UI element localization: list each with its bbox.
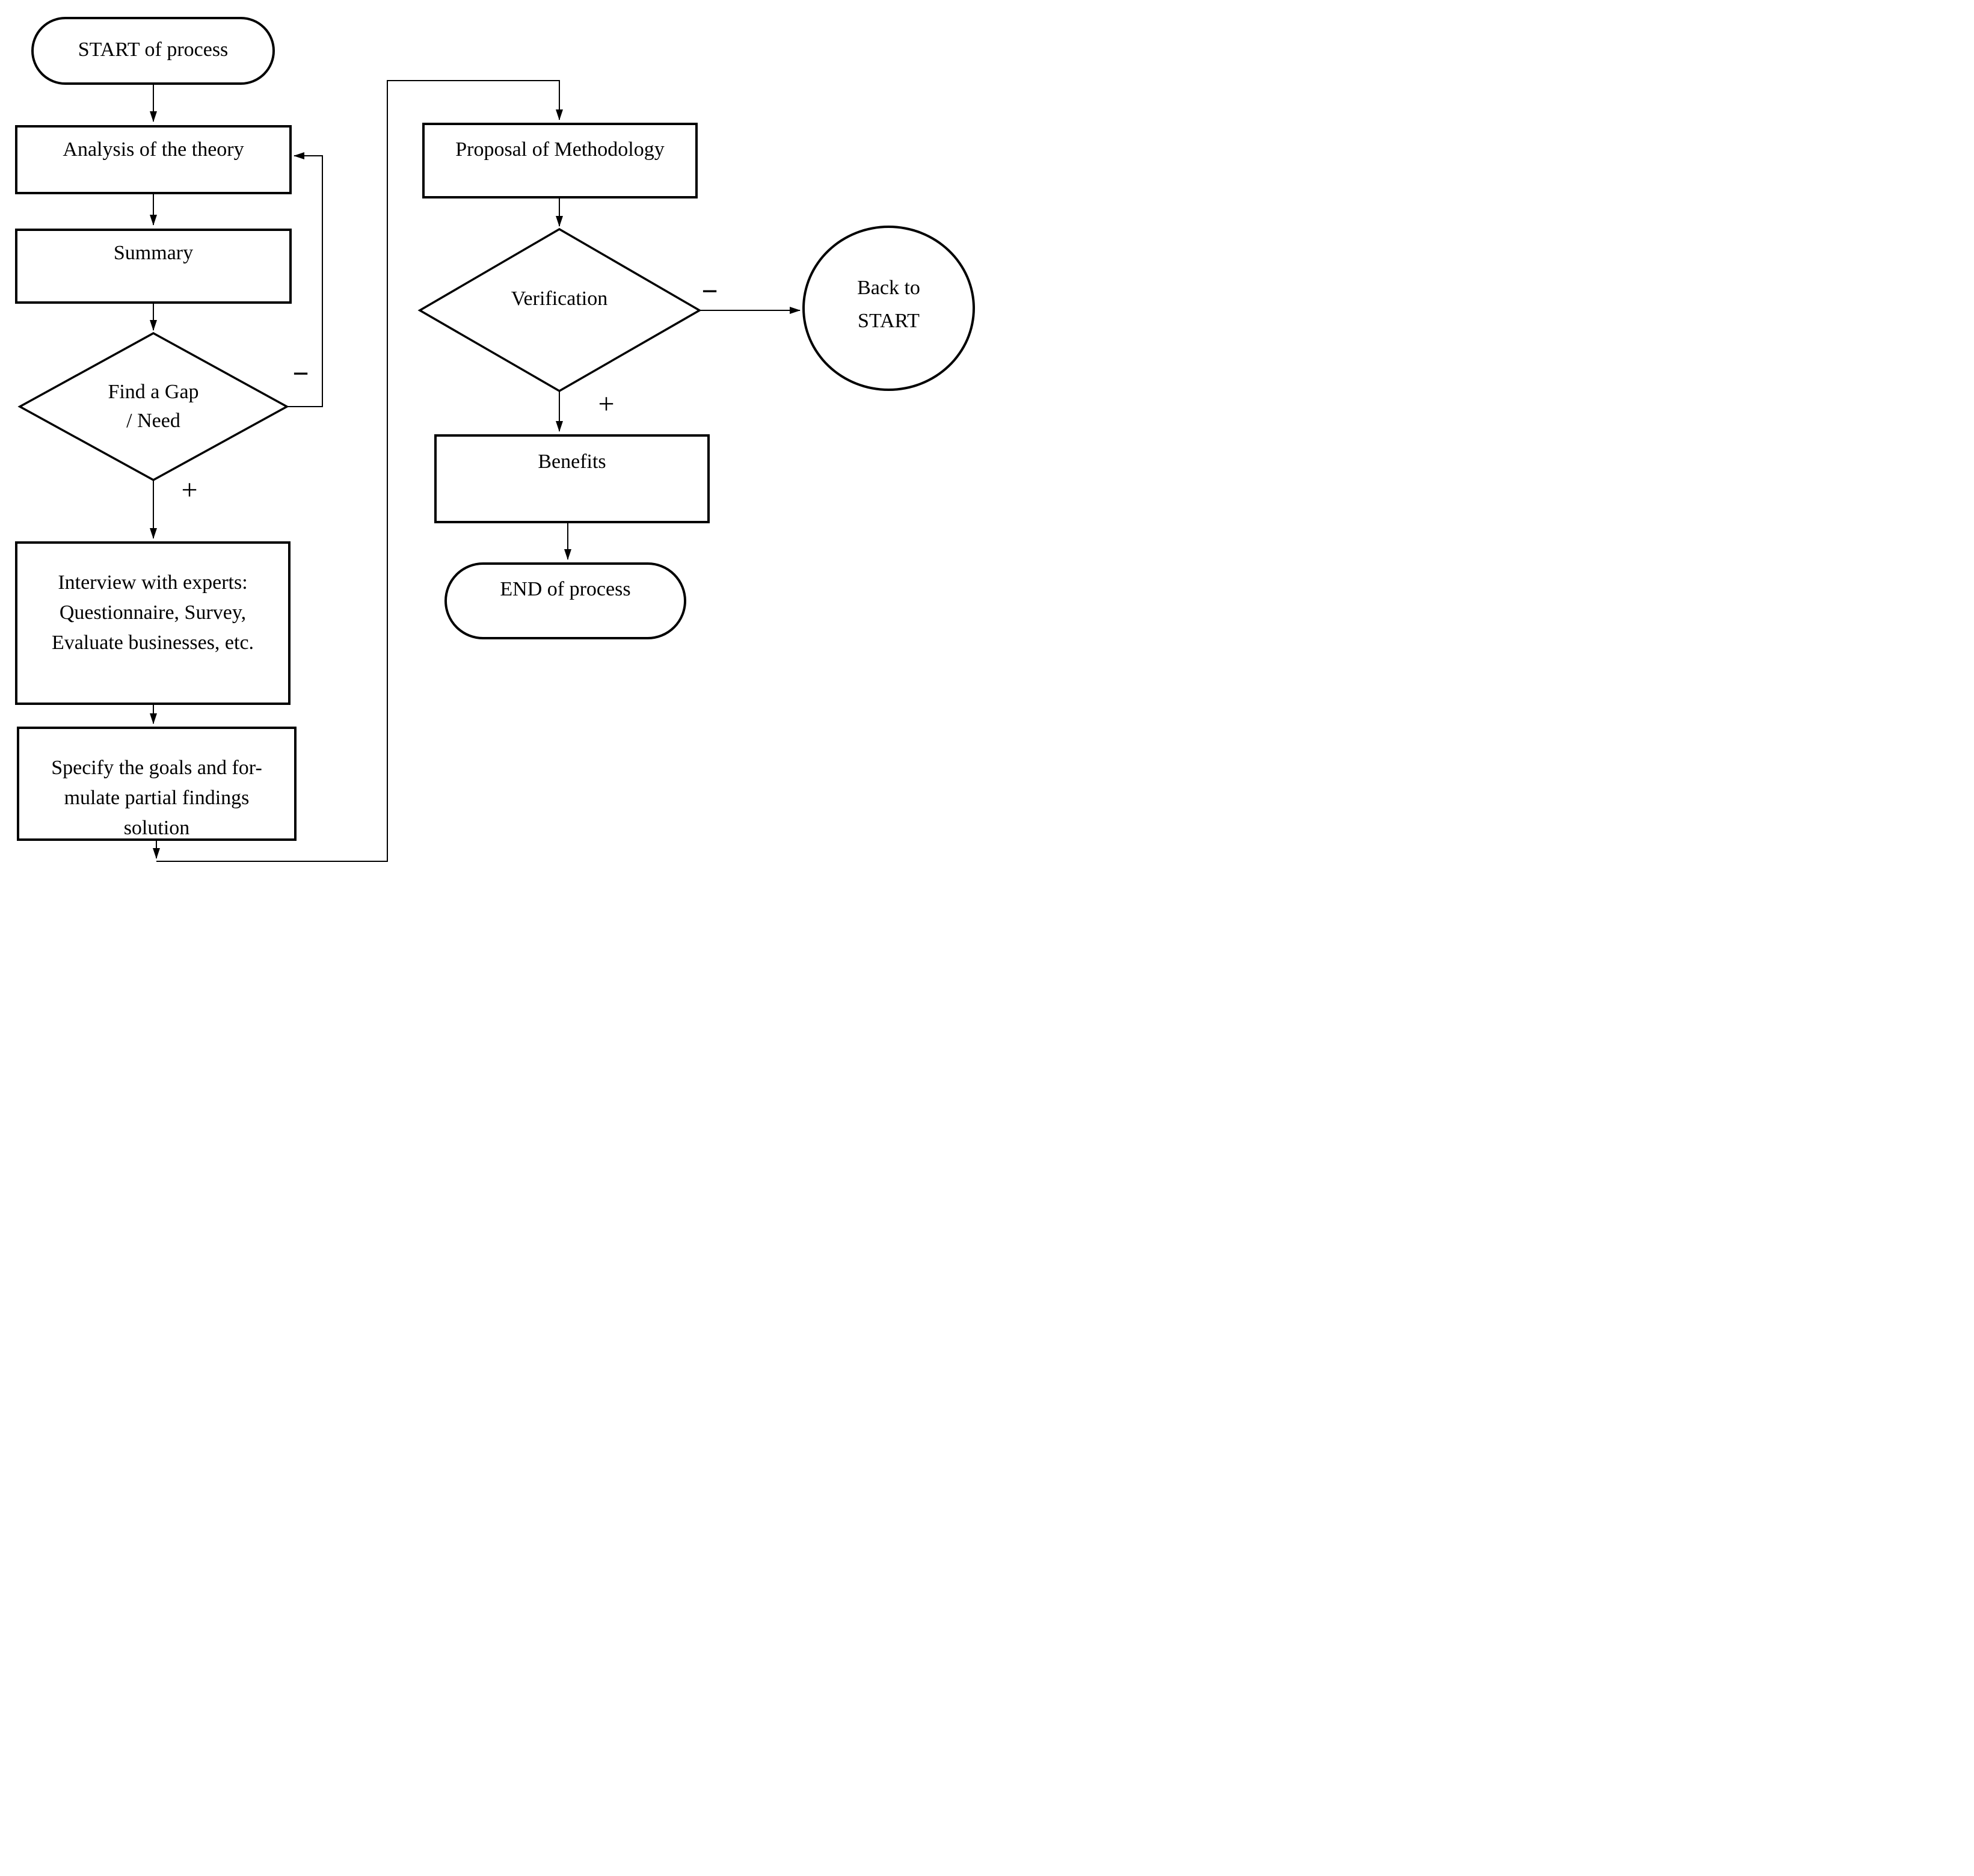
node-proposal: Proposal of Methodology (422, 123, 698, 198)
edge-label-verification-positive: + (598, 388, 615, 420)
edge-label-gap-positive: + (181, 474, 198, 506)
node-analysis: Analysis of the theory (15, 125, 292, 194)
verification-label: Verification (499, 284, 620, 313)
interview-label-line3: Evaluate businesses, etc. (51, 632, 254, 654)
end-label: END of process (500, 578, 631, 600)
edge-label-gap-negative: − (292, 358, 309, 390)
node-back-to-start: Back to START (802, 226, 975, 391)
benefits-label: Benefits (538, 451, 606, 473)
edge-findgap-negative-loop (287, 152, 323, 407)
proposal-label: Proposal of Methodology (455, 138, 665, 161)
node-start: START of process (31, 17, 275, 85)
interview-label-line2: Questionnaire, Survey, (59, 601, 247, 624)
edge-label-verification-negative: − (701, 275, 718, 307)
node-end: END of process (444, 562, 686, 639)
find-gap-label: Find a Gap / Need (60, 378, 247, 435)
back-to-start-label-line2: START (858, 309, 920, 332)
connector-layer (17, 80, 801, 862)
verification-label-line1: Verification (511, 288, 608, 310)
summary-label: Summary (113, 242, 194, 264)
find-gap-diamond-shape (17, 332, 289, 481)
node-specify: Specify the goals and for- mulate partia… (17, 727, 297, 841)
find-gap-label-line1: Find a Gap (108, 381, 199, 403)
analysis-label: Analysis of the theory (63, 138, 244, 161)
start-label: START of process (78, 38, 229, 61)
node-interview: Interview with experts: Questionnaire, S… (15, 541, 291, 705)
specify-label-line2: mulate partial findings (64, 787, 250, 809)
find-gap-label-line2: / Need (126, 410, 180, 432)
edge-specify-proposal-elbow (156, 80, 563, 862)
interview-label-line1: Interview with experts: (58, 571, 248, 594)
verification-diamond-shape (417, 227, 702, 393)
back-to-start-label-line1: Back to (857, 276, 920, 299)
specify-label-line1: Specify the goals and for- (51, 757, 262, 779)
node-benefits: Benefits (434, 434, 710, 523)
node-summary: Summary (15, 229, 292, 304)
specify-label-line3: solution (123, 817, 190, 839)
flowchart-canvas: START of process Analysis of the theory … (0, 0, 987, 938)
